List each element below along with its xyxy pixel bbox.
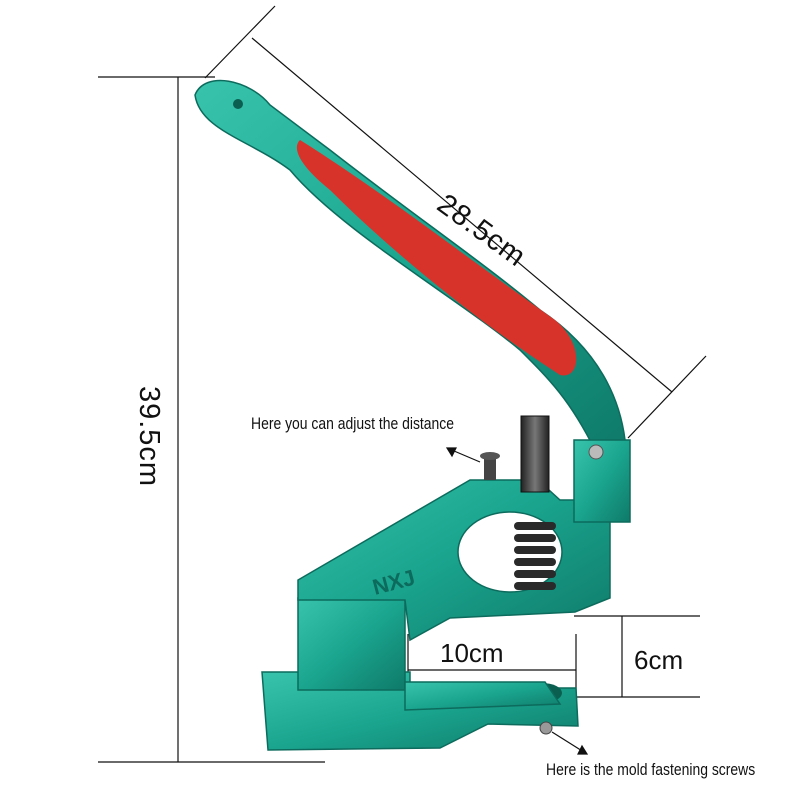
- handle-grip: [296, 140, 577, 376]
- press-shaft: [520, 415, 550, 493]
- throat-width-label: 10cm: [440, 638, 504, 668]
- press-spring: [514, 522, 556, 590]
- lower-jaw-arm: [404, 681, 562, 711]
- pivot-pin: [588, 444, 604, 460]
- height-dimension-label: 39.5cm: [133, 385, 166, 488]
- annotation-arrows: [445, 447, 589, 755]
- handle-bottom-tick: [627, 355, 707, 439]
- adjust-distance-note: Here you can adjust the distance: [251, 414, 455, 433]
- press-handle: [194, 79, 626, 451]
- mold-screw-note: Here is the mold fastening screws: [546, 760, 756, 779]
- throat-depth-label: 6cm: [634, 645, 684, 675]
- mold-fastening-screw: [539, 721, 553, 735]
- adjustment-screw: [480, 452, 500, 480]
- handle-top-tick: [204, 5, 276, 79]
- dimension-lines: [98, 5, 707, 763]
- lower-jaw: [297, 597, 406, 691]
- handle-hole: [233, 99, 243, 109]
- handle-dimension-line: [251, 37, 673, 393]
